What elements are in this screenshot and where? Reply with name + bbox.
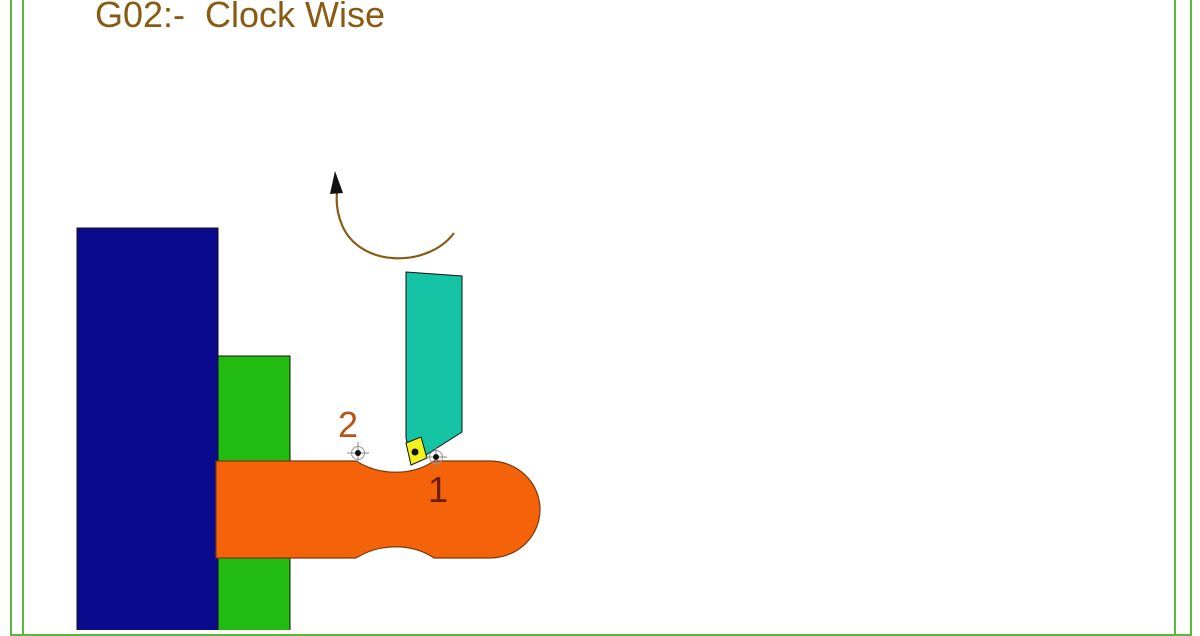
workpiece xyxy=(215,460,541,559)
diagram-title: G02:- Clock Wise xyxy=(95,0,386,35)
point-label-2: 2 xyxy=(338,404,358,445)
crosshair-marker-icon xyxy=(425,446,447,468)
insert-screw xyxy=(411,448,419,456)
rotation-arrow-icon xyxy=(330,171,455,260)
point-label-1: 1 xyxy=(428,469,448,510)
chuck-body xyxy=(76,227,219,630)
tool-holder xyxy=(405,271,463,465)
crosshair-marker-icon xyxy=(347,442,369,464)
